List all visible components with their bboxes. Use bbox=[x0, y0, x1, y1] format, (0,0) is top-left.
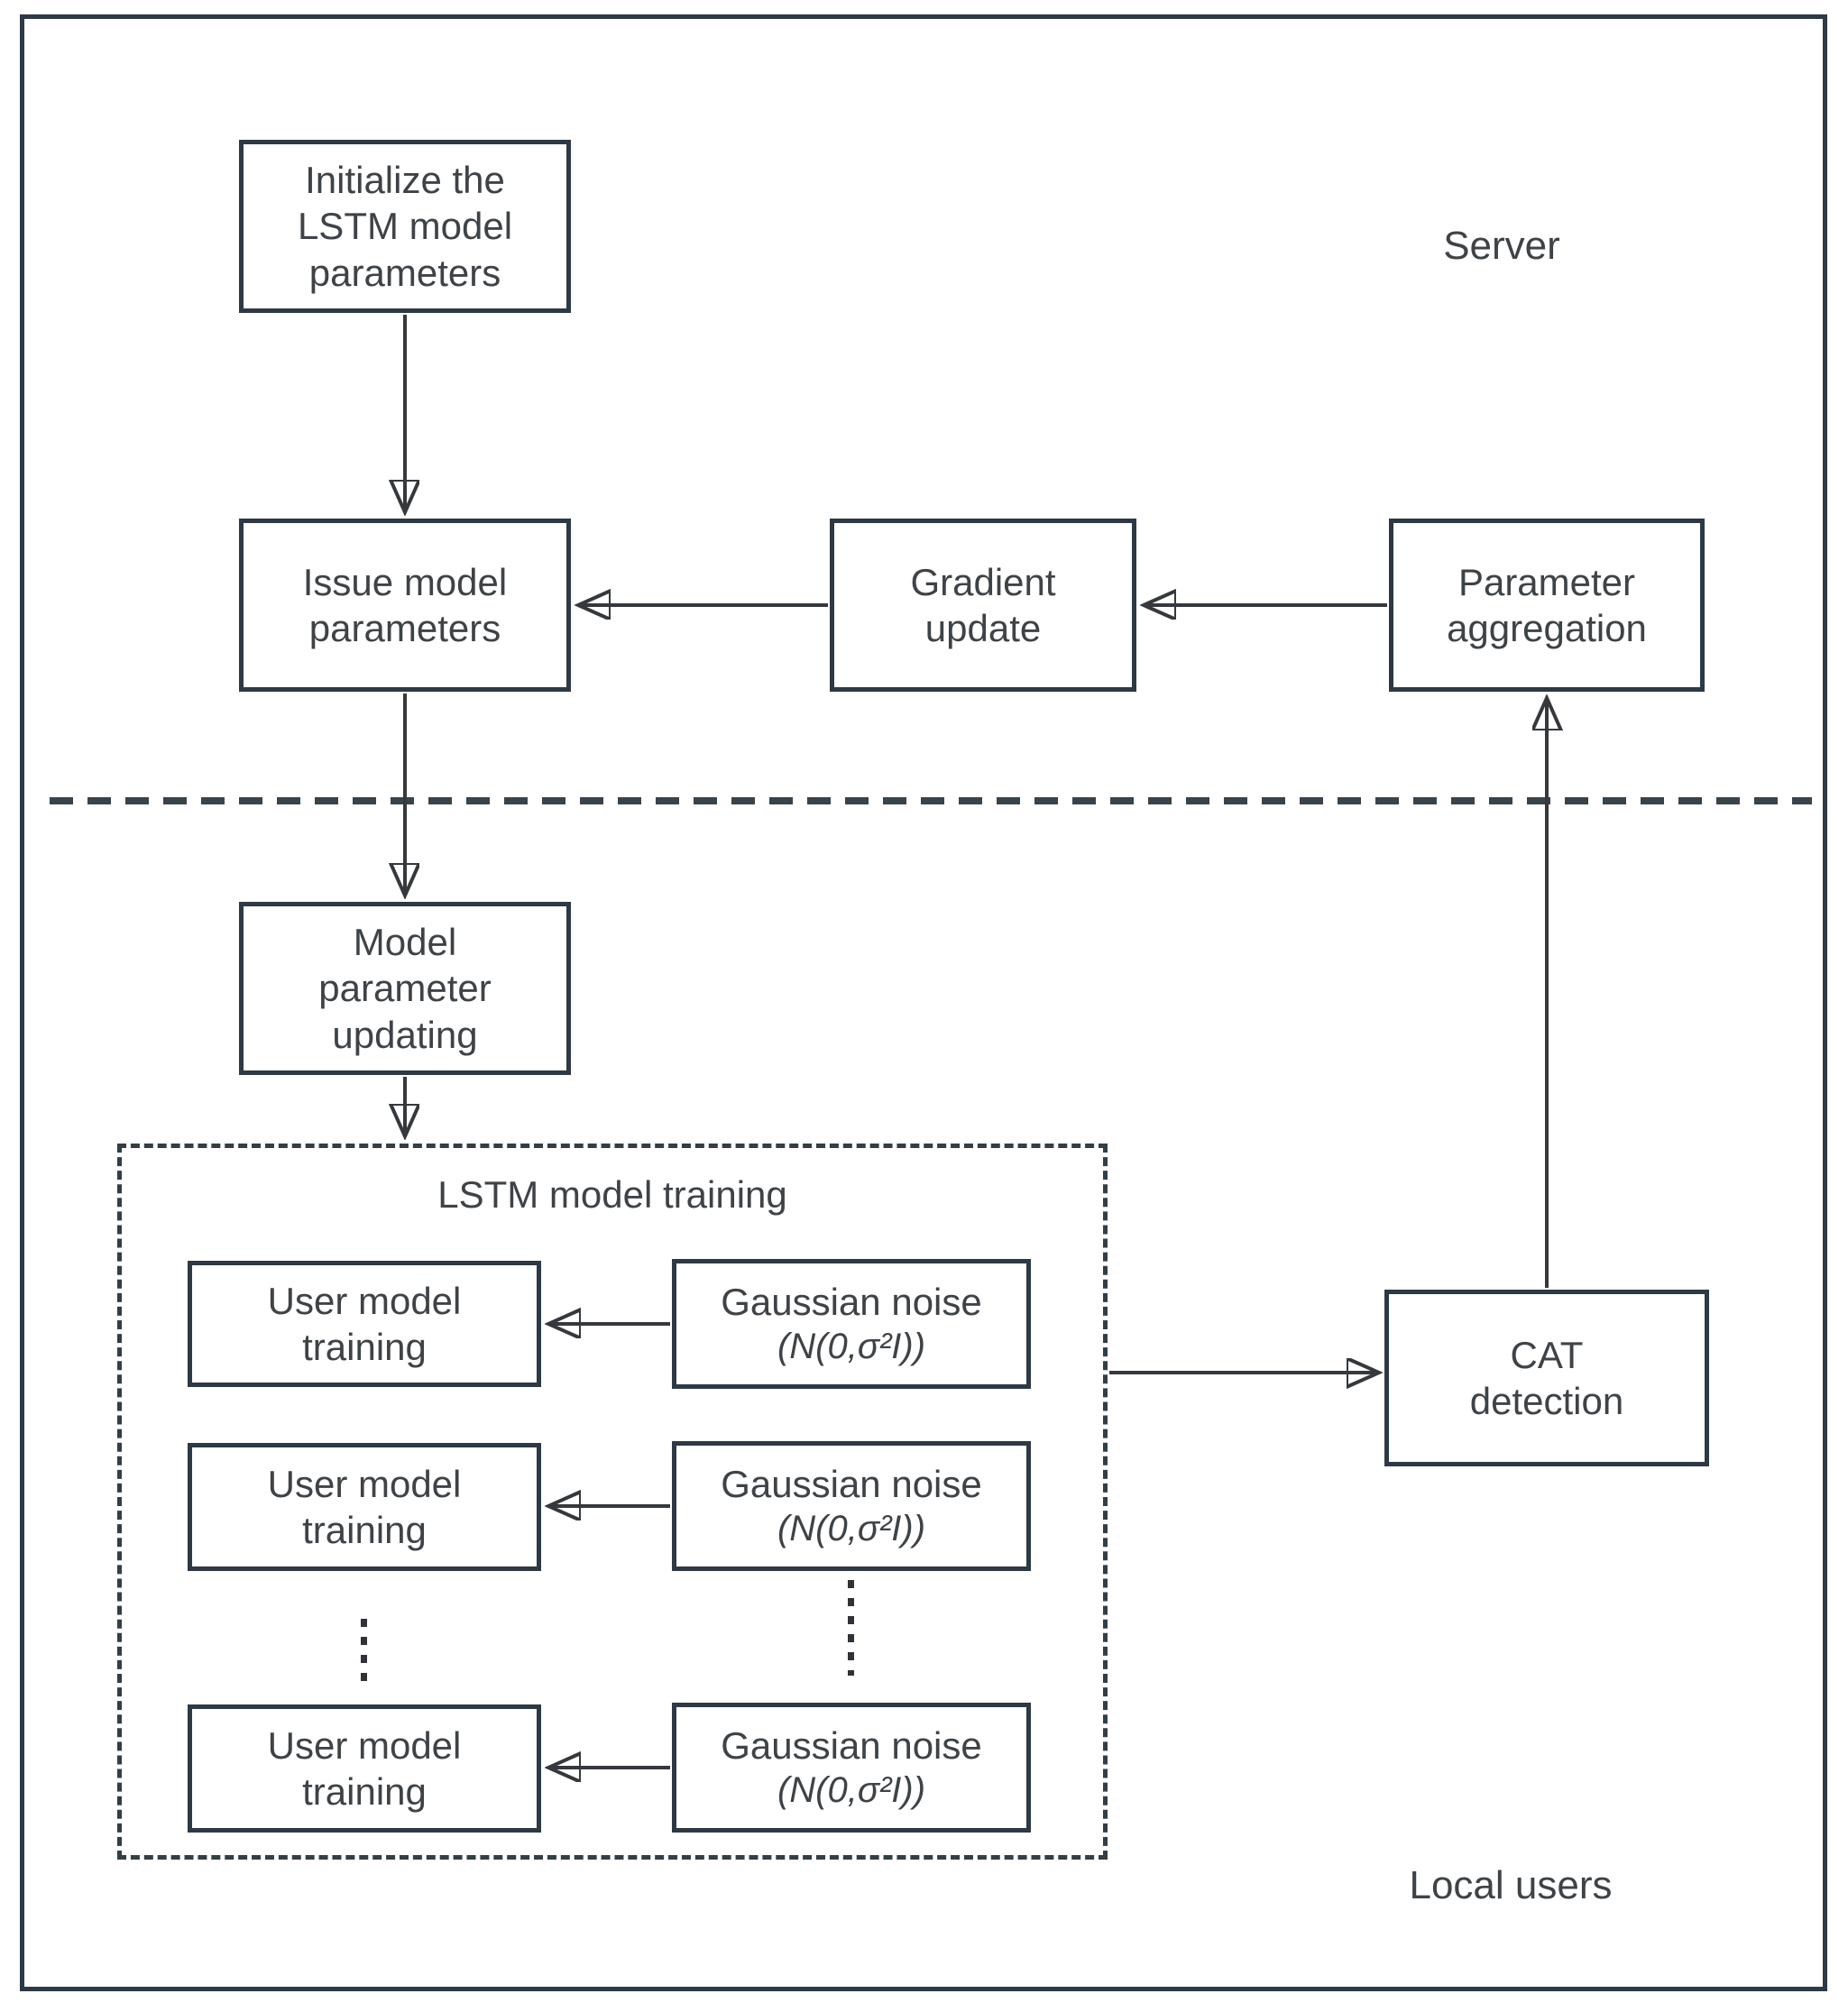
box-text-line: update bbox=[924, 607, 1042, 649]
noise-distribution-formula: (N(0,σ²I)) bbox=[777, 1327, 926, 1367]
user-model-training-box-1: User model training bbox=[188, 1261, 541, 1387]
box-text-line: User model bbox=[267, 1723, 462, 1767]
outer-border bbox=[20, 14, 1827, 1991]
initialize-lstm-parameters-box: Initialize the LSTM model parameters bbox=[239, 140, 571, 313]
box-text-line: Model bbox=[353, 921, 457, 964]
box-text-line: parameter bbox=[318, 967, 492, 1010]
lstm-model-training-title: LSTM model training bbox=[437, 1173, 787, 1216]
box-text-line: parameters bbox=[308, 607, 501, 649]
box-text-line: User model bbox=[267, 1462, 462, 1505]
box-text-line: detection bbox=[1469, 1380, 1624, 1422]
user-model-training-box-2: User model training bbox=[188, 1443, 541, 1571]
gradient-update-box: Gradient update bbox=[830, 519, 1136, 692]
cat-detection-box: CAT detection bbox=[1384, 1290, 1709, 1466]
box-text-line: Gaussian noise bbox=[721, 1723, 982, 1767]
box-text-line: updating bbox=[332, 1013, 478, 1056]
local-users-section-label: Local users bbox=[1409, 1863, 1613, 1907]
box-text-line: parameters bbox=[308, 251, 501, 294]
box-text-line: Issue model bbox=[302, 560, 508, 603]
noise-distribution-formula: (N(0,σ²I)) bbox=[777, 1509, 926, 1549]
box-text-line: aggregation bbox=[1447, 607, 1647, 649]
gaussian-noise-box-3: Gaussian noise (N(0,σ²I)) bbox=[672, 1703, 1031, 1833]
issue-model-parameters-box: Issue model parameters bbox=[239, 519, 571, 692]
gaussian-noise-box-1: Gaussian noise (N(0,σ²I)) bbox=[672, 1259, 1031, 1389]
box-text-line: training bbox=[302, 1509, 427, 1551]
vertical-ellipsis-users bbox=[361, 1619, 367, 1686]
vertical-ellipsis-noise bbox=[848, 1580, 854, 1676]
noise-distribution-formula: (N(0,σ²I)) bbox=[777, 1770, 926, 1811]
server-section-label: Server bbox=[1443, 224, 1560, 268]
lstm-model-training-group: LSTM model training bbox=[117, 1144, 1108, 1860]
parameter-aggregation-box: Parameter aggregation bbox=[1389, 519, 1705, 692]
box-text-line: CAT bbox=[1510, 1333, 1584, 1376]
box-text-line: Gradient bbox=[910, 560, 1056, 603]
box-text-line: training bbox=[302, 1770, 427, 1813]
server-local-dashed-divider bbox=[50, 797, 1812, 804]
box-text-line: User model bbox=[267, 1279, 462, 1322]
box-text-line: LSTM model bbox=[297, 205, 513, 248]
box-text-line: training bbox=[302, 1326, 427, 1368]
user-model-training-box-3: User model training bbox=[188, 1704, 541, 1833]
box-text-line: Parameter bbox=[1457, 560, 1636, 603]
model-parameter-updating-box: Model parameter updating bbox=[239, 902, 571, 1075]
box-text-line: Gaussian noise bbox=[721, 1280, 982, 1323]
box-text-line: Gaussian noise bbox=[721, 1462, 982, 1505]
box-text-line: Initialize the bbox=[305, 159, 505, 202]
gaussian-noise-box-2: Gaussian noise (N(0,σ²I)) bbox=[672, 1441, 1031, 1571]
